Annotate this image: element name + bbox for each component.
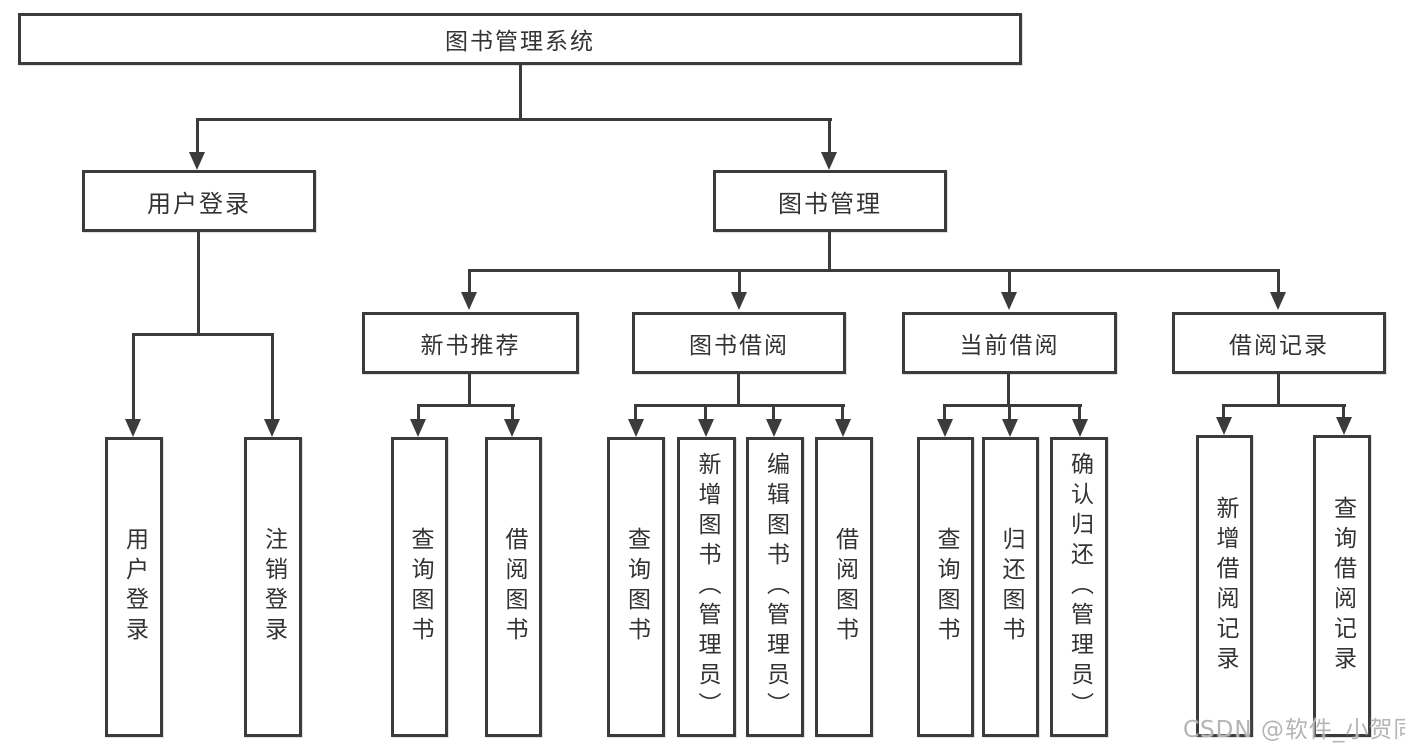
leaf-cb-query-books-label: 查询图书 [933, 527, 959, 647]
connector-book-borrow-stem [737, 374, 740, 407]
leaf-bb-query-books-label: 查询图书 [623, 527, 650, 647]
connector-new-books-rail [417, 404, 515, 407]
connector-drop-cb-confirm [1078, 404, 1081, 421]
leaf-br-query-record-label: 查询借阅记录 [1329, 496, 1356, 676]
leaf-cb-confirm-return-admin: 确认归还（管理员） [1050, 437, 1108, 737]
connector-book-mgmt-stem [828, 232, 831, 272]
arrowhead-book-mgmt [821, 152, 837, 170]
connector-user-login-stem [197, 232, 200, 335]
connector-drop-nb-borrow [511, 404, 514, 421]
leaf-user-login-label: 用户登录 [121, 527, 148, 647]
connector-new-books-stem [468, 374, 471, 407]
arrowhead-user-login [189, 152, 205, 170]
node-current-borrowing-label: 当前借阅 [959, 333, 1060, 359]
arrowhead-current-borrow [1001, 292, 1017, 310]
node-library-system-label: 图书管理系统 [445, 29, 595, 55]
node-book-management: 图书管理 [713, 170, 947, 232]
connector-drop-bb-add [704, 404, 707, 421]
connector-drop-bb-query [634, 404, 637, 421]
connector-book-borrow-rail [634, 404, 845, 407]
connector-drop-nb-query [417, 404, 420, 421]
leaf-bb-query-books: 查询图书 [607, 437, 665, 737]
csdn-watermark: CSDN @软件_小贺同学 [1183, 717, 1405, 743]
arrowhead-bb-edit [766, 419, 782, 437]
arrowhead-bb-add [698, 419, 714, 437]
node-borrowing-records: 借阅记录 [1172, 312, 1386, 374]
leaf-br-add-record: 新增借阅记录 [1196, 435, 1253, 737]
connector-root-rail [196, 118, 832, 121]
leaf-bb-borrow-books: 借阅图书 [815, 437, 873, 737]
leaf-bb-add-book-admin: 新增图书（管理员） [677, 437, 736, 737]
arrowhead-bb-borrow [835, 419, 851, 437]
connector-drop-bb-borrow [841, 404, 844, 421]
arrowhead-bb-query [628, 419, 644, 437]
arrowhead-br-query [1336, 417, 1352, 435]
connector-drop-br-query [1342, 404, 1345, 419]
leaf-cb-query-books: 查询图书 [917, 437, 974, 737]
leaf-nb-borrow-books-label: 借阅图书 [501, 527, 527, 647]
connector-drop-current-borrow [1008, 269, 1011, 295]
arrowhead-nb-query [410, 419, 426, 437]
leaf-cb-confirm-return-admin-label: 确认归还（管理员） [1066, 452, 1093, 722]
leaf-nb-query-books-label: 查询图书 [407, 527, 433, 647]
connector-book-mgmt-rail [468, 269, 1280, 272]
connector-drop-book-borrow [738, 269, 741, 295]
leaf-logout: 注销登录 [244, 437, 302, 737]
connector-current-borrow-rail [943, 404, 1082, 407]
node-new-book-recommend-label: 新书推荐 [420, 333, 521, 359]
connector-borrow-records-rail [1222, 404, 1346, 407]
connector-drop-new-books [468, 269, 471, 295]
leaf-nb-query-books: 查询图书 [391, 437, 448, 737]
leaf-br-add-record-label: 新增借阅记录 [1212, 496, 1238, 676]
connector-drop-cb-query [943, 404, 946, 421]
node-borrowing-records-label: 借阅记录 [1229, 333, 1329, 359]
connector-drop-borrow-records [1277, 269, 1280, 295]
arrowhead-leaf-login [125, 419, 141, 437]
arrowhead-cb-confirm [1072, 419, 1088, 437]
node-current-borrowing: 当前借阅 [902, 312, 1117, 374]
leaf-bb-edit-book-admin: 编辑图书（管理员） [746, 437, 804, 737]
node-user-login-label: 用户登录 [147, 189, 251, 218]
node-user-login: 用户登录 [82, 170, 316, 232]
connector-root-stem [519, 65, 522, 119]
node-book-borrowing: 图书借阅 [632, 312, 846, 374]
arrowhead-nb-borrow [504, 419, 520, 437]
connector-drop-book-mgmt [828, 118, 831, 154]
leaf-nb-borrow-books: 借阅图书 [485, 437, 542, 737]
connector-drop-leaf-logout [271, 333, 274, 421]
connector-drop-user-login [196, 118, 199, 154]
arrowhead-borrow-records [1270, 292, 1286, 310]
leaf-user-login: 用户登录 [105, 437, 163, 737]
arrowhead-cb-return [1002, 419, 1018, 437]
leaf-bb-borrow-books-label: 借阅图书 [831, 527, 858, 647]
leaf-br-query-record: 查询借阅记录 [1313, 435, 1371, 737]
connector-drop-br-add [1222, 404, 1225, 419]
node-book-borrowing-label: 图书借阅 [689, 333, 789, 359]
node-new-book-recommend: 新书推荐 [362, 312, 579, 374]
arrowhead-leaf-logout [264, 419, 280, 437]
arrowhead-cb-query [937, 419, 953, 437]
leaf-cb-return-books-label: 归还图书 [998, 527, 1024, 647]
connector-current-borrow-stem [1007, 374, 1010, 407]
connector-drop-cb-return [1008, 404, 1011, 421]
connector-borrow-records-stem [1277, 374, 1280, 407]
connector-user-login-rail [132, 333, 274, 336]
arrowhead-new-books [461, 292, 477, 310]
connector-drop-bb-edit [772, 404, 775, 421]
arrowhead-book-borrow [731, 292, 747, 310]
node-book-management-label: 图书管理 [778, 189, 882, 218]
leaf-bb-add-book-admin-label: 新增图书（管理员） [694, 452, 720, 722]
leaf-logout-label: 注销登录 [260, 527, 287, 647]
connector-drop-leaf-login [132, 333, 135, 421]
leaf-cb-return-books: 归还图书 [982, 437, 1039, 737]
leaf-bb-edit-book-admin-label: 编辑图书（管理员） [762, 452, 789, 722]
node-library-system: 图书管理系统 [18, 13, 1022, 65]
arrowhead-br-add [1216, 417, 1232, 435]
